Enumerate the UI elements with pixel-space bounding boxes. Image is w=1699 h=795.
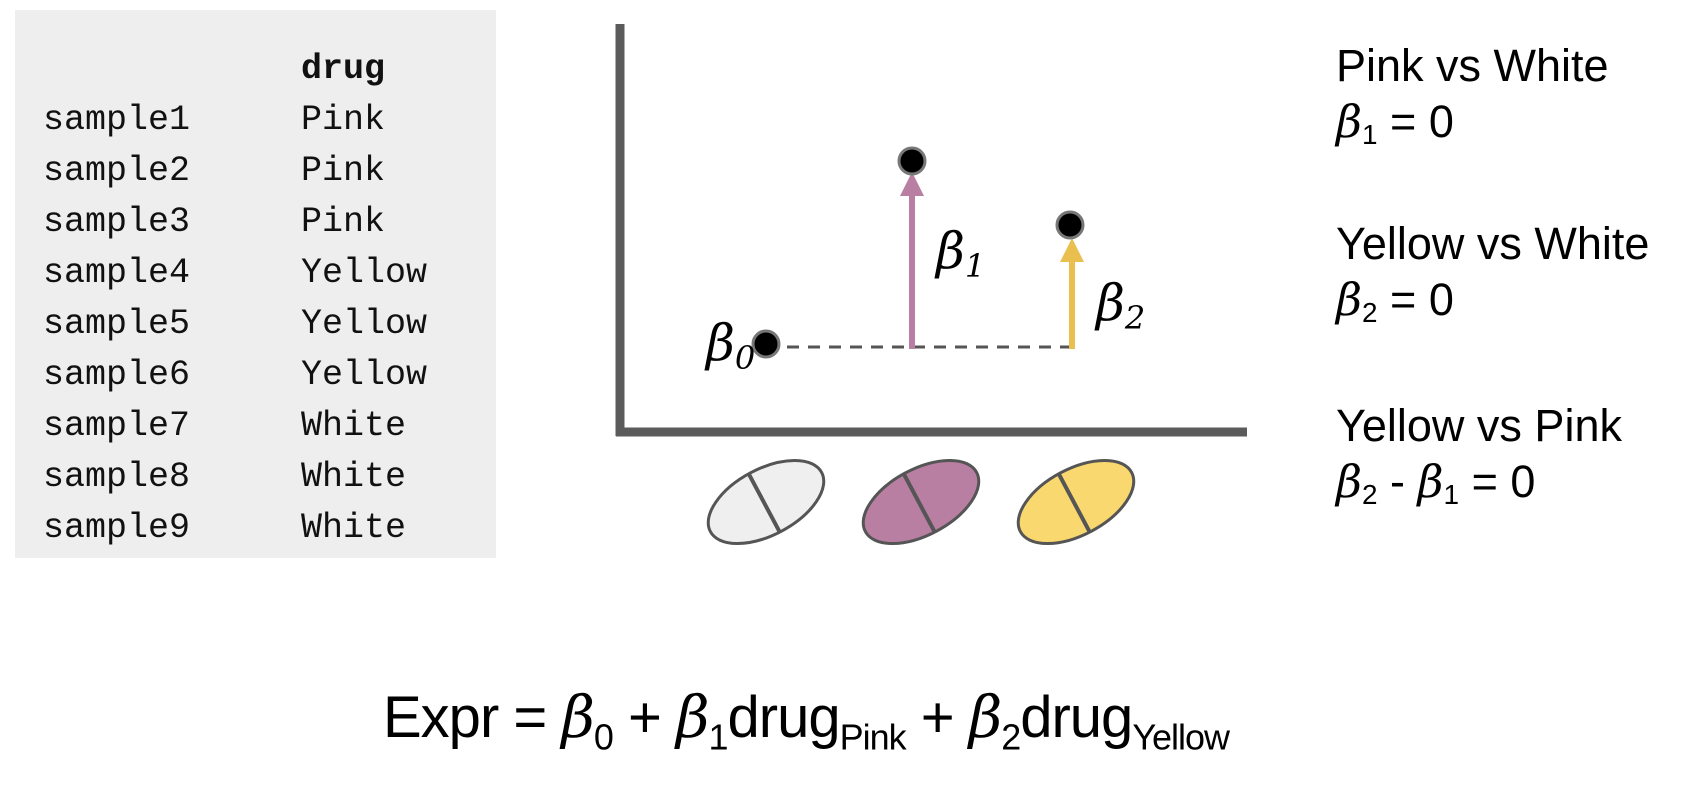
pill-white-icon <box>706 458 826 546</box>
table-cell-sample: sample4 <box>43 253 191 293</box>
point-white <box>751 329 781 359</box>
beta1-symbol: β <box>934 222 965 280</box>
contrast-equation: β2 = 0 <box>1336 273 1454 328</box>
contrast-equation: β1 = 0 <box>1336 95 1454 150</box>
table-cell-sample: sample7 <box>43 406 191 446</box>
beta1-label: β1 <box>934 222 985 285</box>
contrast-equation: β2 - β1 = 0 <box>1336 455 1536 510</box>
contrast-title: Yellow vs White <box>1336 218 1650 269</box>
beta2-symbol: β <box>1094 274 1125 332</box>
table-cell-sample: sample9 <box>43 508 191 548</box>
table-cell-sample: sample2 <box>43 151 191 191</box>
beta2-subscript: 2 <box>1124 299 1145 337</box>
table-cell-drug: Yellow <box>301 355 428 395</box>
beta0-subscript: 0 <box>735 339 755 377</box>
contrast-title: Yellow vs Pink <box>1336 400 1622 451</box>
table-cell-sample: sample5 <box>43 304 191 344</box>
table-cell-sample: sample1 <box>43 100 191 140</box>
table-cell-drug: White <box>301 457 407 497</box>
beta1-arrow-head <box>900 172 924 196</box>
table-header-drug: drug <box>301 49 386 89</box>
beta0-symbol: β <box>704 314 735 372</box>
beta1-subscript: 1 <box>965 247 985 285</box>
contrast-yellow-vs-white: Yellow vs White β2 = 0 <box>1336 216 1649 328</box>
table-cell-drug: Yellow <box>301 304 428 344</box>
point-pink <box>897 146 927 176</box>
beta2-arrow-head <box>1060 238 1084 262</box>
table-cell-drug: Pink <box>301 100 386 140</box>
beta0-label: β0 <box>704 314 755 377</box>
table-cell-sample: sample6 <box>43 355 191 395</box>
beta2-label: β2 <box>1094 274 1145 337</box>
table-cell-sample: sample8 <box>43 457 191 497</box>
table-cell-sample: sample3 <box>43 202 191 242</box>
table-cell-drug: White <box>301 406 407 446</box>
pill-yellow-icon <box>1016 458 1136 546</box>
model-equation: Expr = β0 + β1drugPink + β2drugYellow <box>383 683 1230 758</box>
contrast-title: Pink vs White <box>1336 40 1609 91</box>
table-cell-drug: White <box>301 508 407 548</box>
table-cell-drug: Yellow <box>301 253 428 293</box>
contrast-pink-vs-white: Pink vs White β1 = 0 <box>1336 38 1609 150</box>
pill-pink-icon <box>861 458 981 546</box>
table-cell-drug: Pink <box>301 202 386 242</box>
table-cell-drug: Pink <box>301 151 386 191</box>
contrast-yellow-vs-pink: Yellow vs Pink β2 - β1 = 0 <box>1336 398 1622 510</box>
point-yellow <box>1055 210 1085 240</box>
